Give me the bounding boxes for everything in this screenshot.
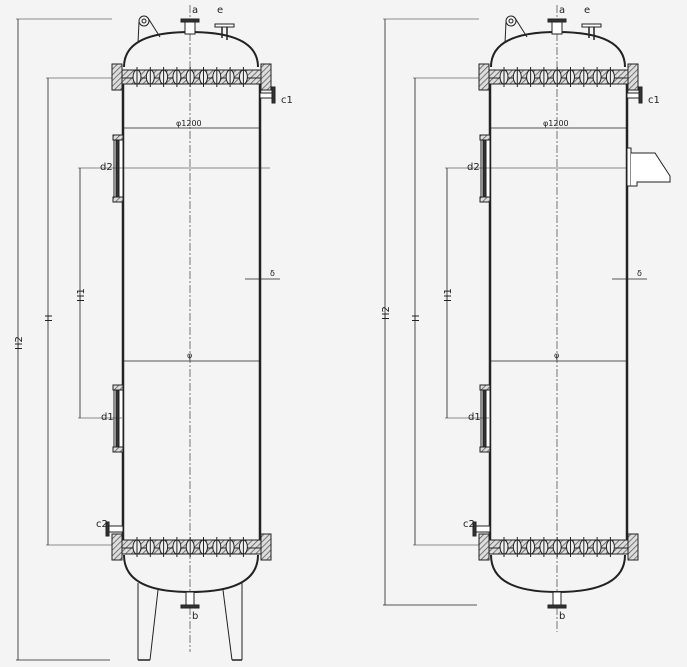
nozzle-b-flange bbox=[180, 604, 200, 609]
manhole-cover bbox=[115, 138, 120, 199]
manhole-label-d1: d1 bbox=[468, 412, 481, 423]
manhole-flange bbox=[112, 384, 124, 391]
nozzle-a-flange bbox=[547, 18, 567, 23]
nozzle-label-b: b bbox=[192, 611, 198, 622]
dimension-label-h1: H1 bbox=[443, 288, 454, 302]
support-leg-left bbox=[149, 589, 159, 661]
thickness-label: δ bbox=[270, 269, 275, 278]
nozzle-c1-flange bbox=[271, 86, 276, 104]
lifting-lug-pin bbox=[508, 18, 514, 24]
vessel-drawing-right: a e c1 φ1200 d2 δ φ d1 c2 b H2 H H1 bbox=[381, 5, 671, 632]
bottom-head bbox=[123, 554, 259, 594]
manhole-flange bbox=[112, 134, 124, 141]
thickness-label: δ bbox=[637, 269, 642, 278]
nozzle-label-c1: c1 bbox=[648, 95, 660, 106]
side-bracket bbox=[631, 152, 671, 187]
nozzle-c2-flange bbox=[472, 521, 477, 537]
dimension-label-h2: H2 bbox=[381, 306, 392, 320]
top-flange-ring-right bbox=[260, 63, 272, 91]
top-head bbox=[490, 30, 626, 68]
dimension-label-h2: H2 bbox=[14, 336, 25, 350]
dimension-label-h1: H1 bbox=[76, 288, 87, 302]
manhole-flange bbox=[479, 446, 491, 453]
dimension-label-h: H bbox=[411, 314, 422, 322]
top-head bbox=[123, 30, 259, 68]
nozzle-label-e: e bbox=[584, 5, 590, 16]
side-bracket-plate bbox=[626, 147, 632, 187]
vessel-drawing-left: a e c1 φ1200 d2 δ φ d1 c2 b H2 H H1 bbox=[14, 5, 293, 661]
manhole-flange bbox=[112, 446, 124, 453]
manhole-cover bbox=[115, 388, 120, 449]
diameter-top-label: φ1200 bbox=[176, 119, 202, 128]
nozzle-label-e: e bbox=[217, 5, 223, 16]
nozzle-e-flange bbox=[581, 23, 602, 28]
nozzle-label-a: a bbox=[192, 5, 198, 16]
lifting-lug-pin bbox=[141, 18, 147, 24]
bottom-flange-ring-left bbox=[478, 533, 490, 561]
manhole-label-d1: d1 bbox=[101, 412, 114, 423]
manhole-flange bbox=[479, 384, 491, 391]
top-flange-ring-left bbox=[111, 63, 123, 91]
lifting-lug-edge bbox=[147, 17, 161, 38]
lifting-lug-edge bbox=[504, 21, 507, 44]
manhole-flange bbox=[112, 196, 124, 203]
lifting-lug-edge bbox=[514, 17, 528, 38]
lifting-lug-edge bbox=[137, 21, 140, 44]
nozzle-label-b: b bbox=[559, 611, 565, 622]
nozzle-e-flange bbox=[214, 23, 235, 28]
bottom-flange-ring-right bbox=[627, 533, 639, 561]
manhole-label-d2: d2 bbox=[467, 162, 480, 173]
diameter-label: φ bbox=[187, 351, 192, 360]
nozzle-b bbox=[185, 591, 195, 607]
manhole-cover bbox=[482, 388, 487, 449]
nozzle-b-flange bbox=[547, 604, 567, 609]
bottom-flange-ring-right bbox=[260, 533, 272, 561]
support-leg-right bbox=[222, 589, 233, 661]
lifting-lug-icon bbox=[138, 15, 150, 27]
nozzle-a-flange bbox=[180, 18, 200, 23]
nozzle-b bbox=[552, 591, 562, 607]
top-flange-ring-left bbox=[478, 63, 490, 91]
nozzle-label-c1: c1 bbox=[281, 95, 293, 106]
bottom-head bbox=[490, 554, 626, 594]
nozzle-c1-flange bbox=[638, 86, 643, 104]
manhole-flange bbox=[479, 196, 491, 203]
top-flange-ring-right bbox=[627, 63, 639, 91]
bottom-flange-ring-left bbox=[111, 533, 123, 561]
diameter-label: φ bbox=[554, 351, 559, 360]
nozzle-c2-flange bbox=[105, 521, 110, 537]
lifting-lug-icon bbox=[505, 15, 517, 27]
nozzle-label-a: a bbox=[559, 5, 565, 16]
nozzle-label-c2: c2 bbox=[463, 519, 475, 530]
manhole-cover bbox=[482, 138, 487, 199]
diameter-top-label: φ1200 bbox=[543, 119, 569, 128]
manhole-label-d2: d2 bbox=[100, 162, 113, 173]
manhole-flange bbox=[479, 134, 491, 141]
nozzle-label-c2: c2 bbox=[96, 519, 108, 530]
dimension-label-h: H bbox=[44, 314, 55, 322]
